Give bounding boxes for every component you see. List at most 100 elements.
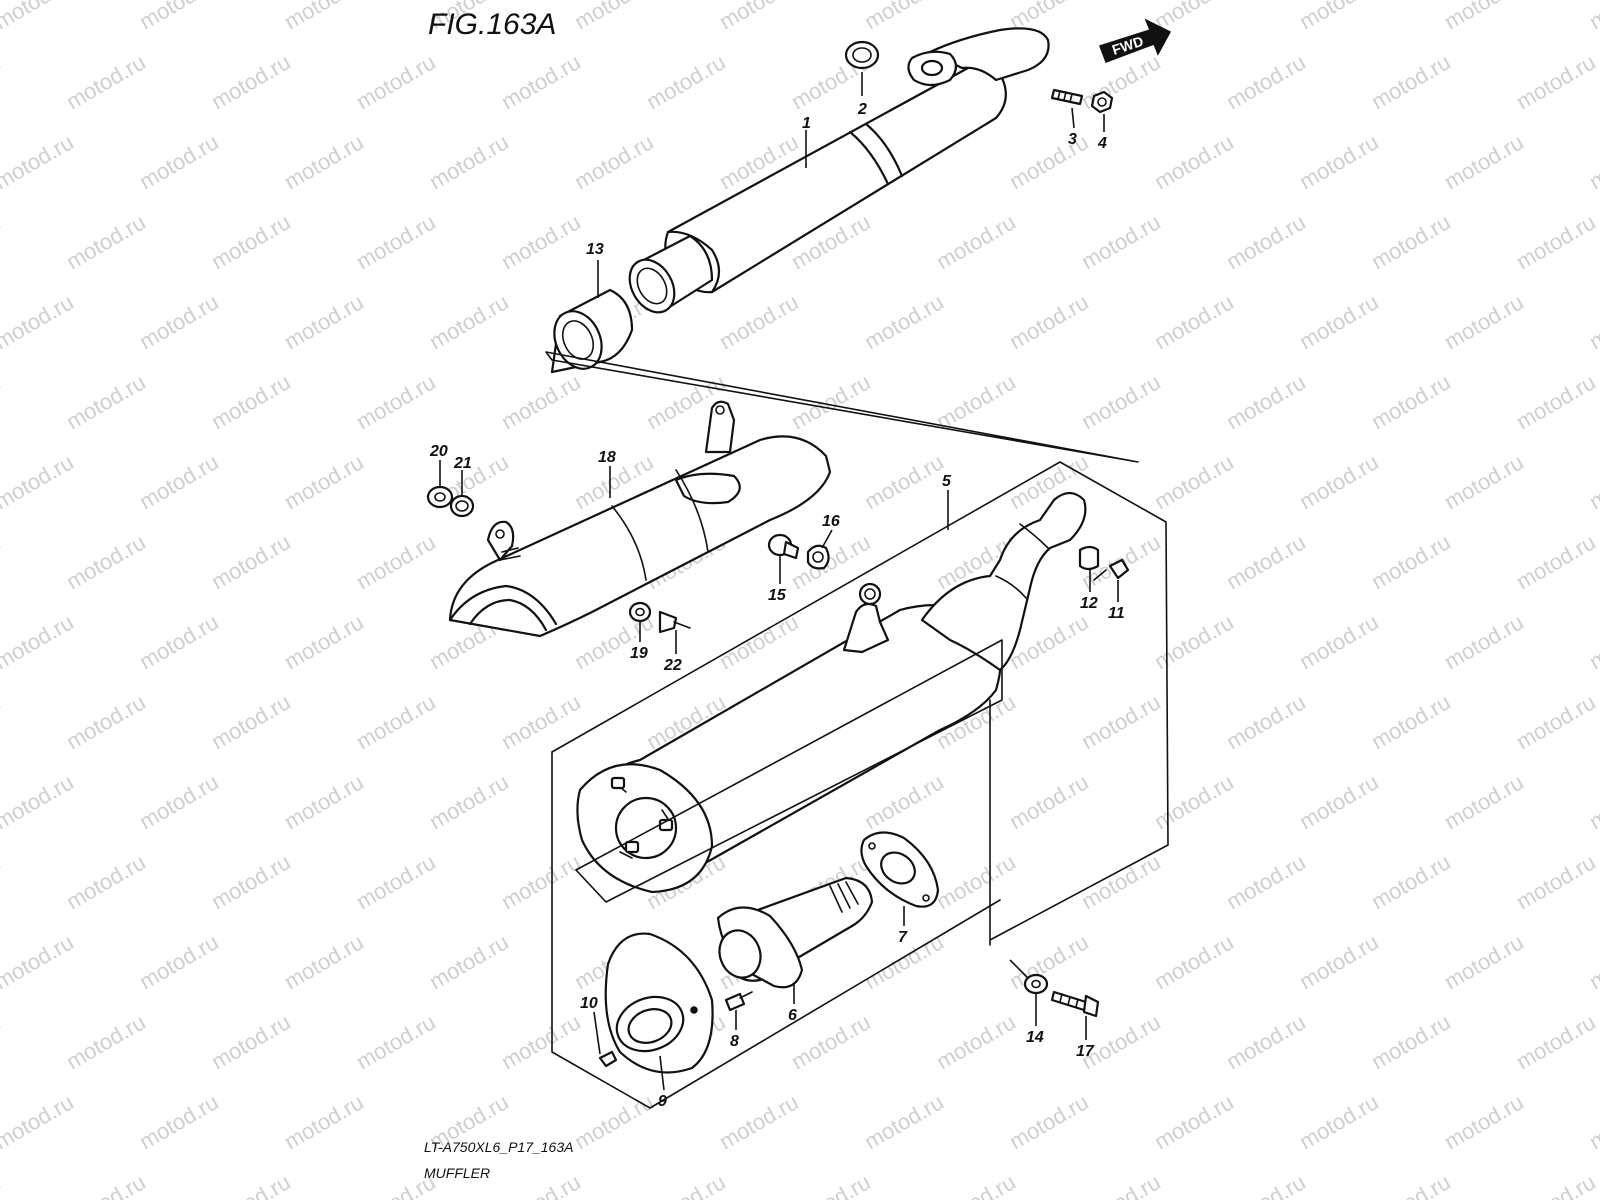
watermark-text: motod.ru — [207, 49, 295, 114]
callout-5: 5 — [942, 473, 952, 490]
watermark-text: motod.ru — [1295, 929, 1383, 994]
watermark-text: motod.ru — [1585, 929, 1600, 994]
callout-17: 17 — [1076, 1043, 1095, 1060]
part-collar-12 — [1078, 545, 1100, 571]
watermark-text: motod.ru — [1150, 769, 1238, 834]
watermark-text: motod.ru — [135, 1089, 223, 1154]
watermark-text: motod.ru — [1295, 129, 1383, 194]
watermark-text: motod.ru — [787, 1169, 875, 1200]
part-muffler-assembly — [551, 461, 1169, 1109]
watermark-text: motod.ru — [0, 1009, 5, 1074]
watermark-text: motod.ru — [1295, 289, 1383, 354]
watermark-text: motod.ru — [1585, 769, 1600, 834]
watermark-text: motod.ru — [715, 1089, 803, 1154]
watermark-text: motod.ru — [352, 849, 440, 914]
watermark-text: motod.ru — [425, 289, 513, 354]
model-code: LT-A750XL6_P17_163A — [424, 1139, 573, 1155]
watermark-text: motod.ru — [1005, 769, 1093, 834]
watermark-text: motod.ru — [0, 209, 5, 274]
watermark-text: motod.ru — [62, 209, 150, 274]
watermark-text: motod.ru — [1077, 209, 1165, 274]
figure-title: FIG.163A — [428, 8, 556, 41]
watermark-text: motod.ru — [860, 289, 948, 354]
part-washer-14 — [1023, 973, 1049, 995]
watermark-text: motod.ru — [932, 369, 1020, 434]
part-screw-8 — [724, 991, 753, 1012]
watermark-text: motod.ru — [62, 1009, 150, 1074]
callout-10: 10 — [580, 995, 598, 1012]
watermark-text: motod.ru — [425, 929, 513, 994]
watermark-text: motod.ru — [352, 529, 440, 594]
watermark-text: motod.ru — [207, 529, 295, 594]
watermark-text: motod.ru — [135, 289, 223, 354]
watermark-text: motod.ru — [1512, 529, 1600, 594]
watermark-text: motod.ru — [787, 369, 875, 434]
watermark-text: motod.ru — [1222, 529, 1310, 594]
watermark-text: motod.ru — [715, 609, 803, 674]
watermark-text: motod.ru — [280, 769, 368, 834]
watermark-text: motod.ru — [0, 449, 78, 514]
watermark-text: motod.ru — [1150, 449, 1238, 514]
callout-8: 8 — [730, 1033, 739, 1050]
watermark-text: motod.ru — [0, 1169, 5, 1200]
watermark-text: motod.ru — [1295, 609, 1383, 674]
watermark-text: motod.ru — [280, 929, 368, 994]
watermark-text: motod.ru — [0, 689, 5, 754]
watermark-text: motod.ru — [207, 849, 295, 914]
watermark-text: motod.ru — [1440, 929, 1528, 994]
callout-2: 2 — [857, 101, 867, 118]
watermark-text: motod.ru — [1367, 49, 1455, 114]
callout-3: 3 — [1068, 131, 1077, 148]
watermark-text: motod.ru — [497, 689, 585, 754]
watermark-text: motod.ru — [280, 449, 368, 514]
part-nut-4 — [1090, 90, 1114, 114]
watermark-text: motod.ru — [207, 1169, 295, 1200]
watermark-text: motod.ru — [135, 449, 223, 514]
watermark-text: motod.ru — [787, 529, 875, 594]
watermark-text: motod.ru — [1077, 369, 1165, 434]
watermark-text: motod.ru — [62, 849, 150, 914]
watermark-text: motod.ru — [280, 1089, 368, 1154]
callout-13: 13 — [586, 241, 604, 258]
part-washer-20 — [426, 485, 454, 509]
watermark-text: motod.ru — [1440, 129, 1528, 194]
watermark-text: motod.ru — [0, 49, 5, 114]
watermark-text: motod.ru — [0, 369, 5, 434]
watermark-text: motod.ru — [0, 609, 78, 674]
reference-wedge — [545, 351, 1139, 463]
watermark-text: motod.ru — [1440, 609, 1528, 674]
watermark-text: motod.ru — [1512, 369, 1600, 434]
watermark-text: motod.ru — [642, 49, 730, 114]
watermark-text: motod.ru — [1295, 1089, 1383, 1154]
callout-14: 14 — [1026, 1029, 1044, 1046]
watermark-text: motod.ru — [135, 769, 223, 834]
callout-18: 18 — [598, 449, 616, 466]
callout-4: 4 — [1097, 135, 1107, 152]
watermark-text: motod.ru — [497, 1169, 585, 1200]
watermark-text: motod.ru — [280, 289, 368, 354]
watermark-text: motod.ru — [642, 1169, 730, 1200]
watermark-text: motod.ru — [1367, 689, 1455, 754]
watermark-text: motod.ru — [860, 1089, 948, 1154]
part-grommet-16 — [806, 544, 830, 570]
part-end-cap — [604, 932, 714, 1074]
callout-20: 20 — [429, 443, 448, 460]
watermark-text: motod.ru — [1585, 449, 1600, 514]
watermark-text: motod.ru — [1367, 529, 1455, 594]
callout-16: 16 — [822, 513, 840, 530]
watermark-text: motod.ru — [1222, 49, 1310, 114]
watermark-text: motod.ru — [62, 369, 150, 434]
watermark-text: motod.ru — [497, 369, 585, 434]
part-screw-10 — [598, 1050, 618, 1068]
watermark-text: motod.ru — [62, 1169, 150, 1200]
watermark-text: motod.ru — [135, 0, 223, 34]
watermark-text: motod.ru — [860, 449, 948, 514]
watermark-text: motod.ru — [1367, 209, 1455, 274]
watermark-text: motod.ru — [497, 209, 585, 274]
watermark-text: motod.ru — [570, 0, 658, 34]
part-bolt-17 — [1050, 990, 1100, 1018]
watermark-text: motod.ru — [1150, 289, 1238, 354]
watermark-text: motod.ru — [1222, 1169, 1310, 1200]
watermark-text: motod.ru — [1440, 0, 1528, 34]
